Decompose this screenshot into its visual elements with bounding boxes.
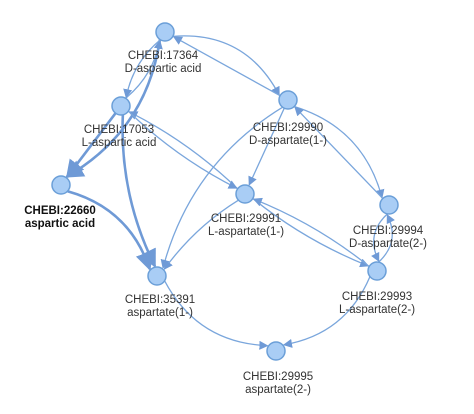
node-circle[interactable] (51, 175, 71, 195)
node-circle[interactable] (147, 266, 167, 286)
node-circle[interactable] (367, 261, 387, 281)
node-name-label: L-aspartic acid (82, 137, 157, 149)
node-id-label: CHEBI:29994 (353, 225, 424, 237)
node-circle[interactable] (111, 96, 131, 116)
node-name-label: aspartic acid (25, 218, 95, 230)
node-id-label: CHEBI:29991 (211, 213, 281, 225)
node-id-label: CHEBI:17053 (84, 124, 154, 136)
edge-n35391-to-n29995 (164, 280, 269, 350)
node-circle[interactable] (235, 184, 255, 204)
edges-layer (65, 35, 395, 350)
node-name-label: aspartate(1-) (127, 307, 193, 319)
node-name-label: aspartate(2-) (245, 384, 311, 396)
node-name-label: D-aspartic acid (125, 63, 202, 75)
edge-n29993-to-n29991 (252, 197, 370, 267)
node-id-label: CHEBI:22660 (24, 205, 96, 217)
node-id-label: CHEBI:29993 (342, 291, 412, 303)
node-name-label: L-aspartate(2-) (339, 304, 415, 316)
edge-n29990-to-n35391 (160, 106, 283, 269)
edge-n29994-to-n29993 (371, 213, 388, 262)
node-name-label: D-aspartate(1-) (249, 135, 327, 147)
edge-n29993-to-n29994 (378, 214, 395, 263)
edge-n29991-to-n17053 (128, 111, 239, 190)
edge-n17364-to-n17053 (123, 39, 161, 99)
node-id-label: CHEBI:35391 (125, 294, 195, 306)
edge-n29991-to-n29993 (252, 198, 370, 268)
edge-n29994-to-n29990 (294, 106, 384, 199)
edge-n29990-to-n29991 (248, 107, 285, 186)
node-circle[interactable] (278, 90, 298, 110)
edge-n29990-to-n17364 (172, 36, 281, 97)
node-circle[interactable] (379, 195, 399, 215)
node-name-label: L-aspartate(1-) (208, 226, 284, 238)
edge-n29990-to-n29994 (294, 105, 385, 199)
edge-n17053-to-n35391 (121, 114, 157, 268)
node-circle[interactable] (266, 341, 286, 361)
edge-n17364-to-n29990 (172, 35, 280, 96)
node-id-label: CHEBI:17364 (128, 50, 199, 62)
edge-n29991-to-n35391 (163, 199, 239, 270)
node-id-label: CHEBI:29990 (253, 122, 323, 134)
node-name-label: D-aspartate(2-) (349, 238, 427, 250)
edge-n17053-to-n29991 (127, 110, 238, 189)
edge-n22660-to-n35391 (67, 189, 154, 271)
node-id-label: CHEBI:29995 (243, 371, 313, 383)
edge-n17053-to-n22660 (65, 112, 117, 179)
node-circle[interactable] (155, 22, 175, 42)
edge-n29993-to-n29995 (282, 276, 371, 348)
